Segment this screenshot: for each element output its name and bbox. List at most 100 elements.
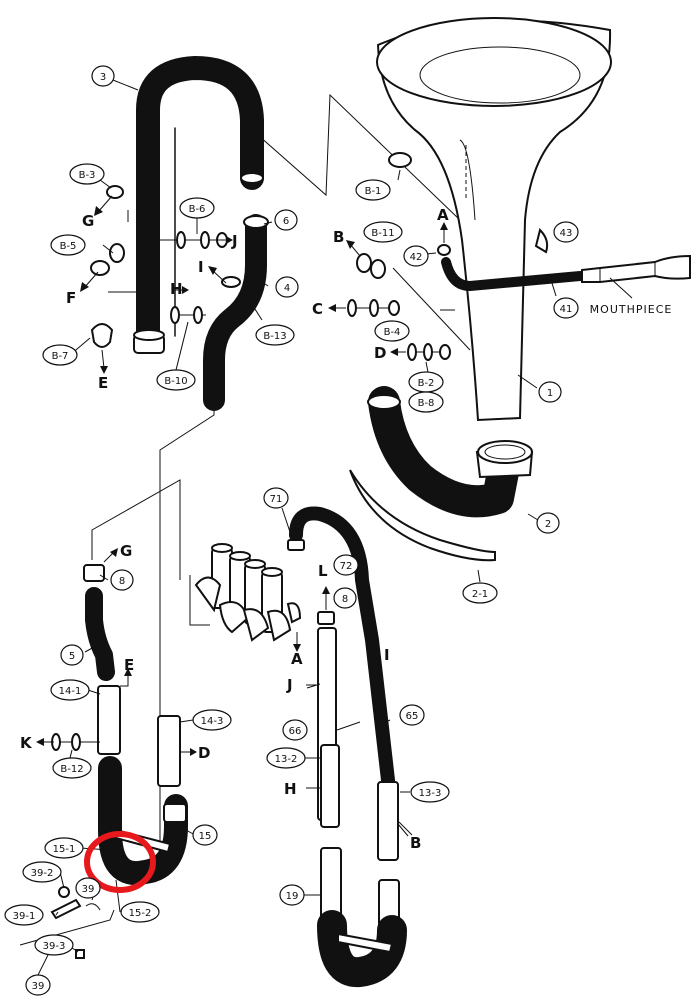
svg-text:B-5: B-5 — [60, 241, 77, 252]
letter-I-top: I — [198, 258, 204, 276]
svg-text:3: 3 — [100, 72, 106, 83]
callout-14-3: 14-3 — [192, 709, 232, 731]
mouthpipe-41 — [437, 228, 585, 291]
svg-text:15: 15 — [199, 831, 212, 842]
letter-G-bottom: G — [120, 542, 132, 560]
callout-B12: B-12 — [52, 757, 92, 779]
svg-text:B-2: B-2 — [418, 378, 435, 389]
svg-text:B-10: B-10 — [164, 376, 187, 387]
callout-2: 2 — [536, 512, 560, 534]
callout-19: 19 — [279, 884, 305, 906]
svg-text:B-12: B-12 — [60, 764, 83, 775]
tube-71-I — [281, 506, 395, 787]
svg-text:2-1: 2-1 — [472, 589, 488, 600]
svg-text:13-2: 13-2 — [275, 754, 298, 765]
callout-41: 41 — [553, 297, 579, 319]
callout-39: 39 — [25, 974, 51, 996]
screw-B5 — [90, 243, 125, 276]
svg-text:15-2: 15-2 — [129, 908, 152, 919]
svg-text:42: 42 — [410, 252, 423, 263]
brace-B1 — [388, 152, 412, 168]
svg-text:41: 41 — [560, 304, 573, 315]
svg-text:66: 66 — [289, 726, 302, 737]
svg-text:39: 39 — [82, 884, 95, 895]
callout-8-right: 8 — [333, 587, 357, 609]
svg-text:65: 65 — [406, 711, 419, 722]
callout-B2: B-2 — [408, 371, 444, 393]
callout-B4: B-4 — [374, 320, 410, 342]
callout-B10: B-10 — [156, 369, 196, 391]
callout-B1: B-1 — [355, 179, 391, 201]
callout-6: 6 — [274, 209, 298, 231]
svg-text:39-3: 39-3 — [43, 941, 66, 952]
svg-text:4: 4 — [284, 283, 290, 294]
svg-text:B-1: B-1 — [365, 186, 382, 197]
letter-H-bottom: H — [284, 780, 297, 798]
callout-39-1: 39-1 — [4, 904, 44, 926]
svg-text:71: 71 — [270, 494, 283, 505]
svg-text:B-11: B-11 — [371, 228, 394, 239]
leaders-bell — [392, 169, 633, 389]
svg-text:B-4: B-4 — [384, 327, 401, 338]
callout-13-2: 13-2 — [266, 747, 306, 769]
letter-E-top: E — [98, 374, 108, 392]
callout-71: 71 — [263, 487, 289, 509]
mouthpiece — [581, 254, 691, 283]
letter-E-bottom: E — [124, 656, 134, 674]
svg-text:39-2: 39-2 — [31, 868, 54, 879]
callout-65: 65 — [399, 704, 425, 726]
callout-B7: B-7 — [42, 344, 78, 366]
svg-text:1: 1 — [547, 388, 553, 399]
connection-letters: G J I H F E A B C D G L A I E J K D H B — [20, 206, 449, 852]
callout-39-3: 39-3 — [34, 934, 74, 956]
screw-B10 — [170, 306, 206, 324]
svg-text:B-13: B-13 — [263, 331, 286, 342]
letter-F: F — [66, 289, 76, 307]
svg-text:B-3: B-3 — [79, 170, 96, 181]
screws-B11-B4-B2 — [347, 253, 451, 361]
svg-text:72: 72 — [340, 561, 353, 572]
callout-4: 4 — [275, 276, 299, 298]
bow-part-2 — [349, 386, 539, 583]
svg-text:5: 5 — [69, 651, 75, 662]
callout-B3: B-3 — [69, 163, 105, 185]
svg-text:6: 6 — [283, 216, 289, 227]
callout-8-left: 8 — [110, 569, 134, 591]
letter-G-top: G — [82, 212, 94, 230]
callout-42: 42 — [403, 245, 429, 267]
svg-text:2: 2 — [545, 519, 551, 530]
callout-15: 15 — [192, 824, 218, 846]
part-3-tube-assembly — [90, 56, 269, 411]
letter-A-bottom: A — [291, 650, 303, 668]
callout-66: 66 — [282, 719, 308, 741]
callout-39-small: 39 — [75, 877, 101, 899]
svg-text:B-6: B-6 — [189, 204, 206, 215]
callout-B11: B-11 — [363, 221, 403, 243]
svg-text:B-7: B-7 — [52, 351, 69, 362]
callout-13-3: 13-3 — [410, 781, 450, 803]
callout-5: 5 — [60, 644, 84, 666]
callout-39-2: 39-2 — [22, 861, 62, 883]
callout-B13: B-13 — [255, 324, 295, 346]
svg-text:15-1: 15-1 — [53, 844, 76, 855]
svg-text:19: 19 — [286, 891, 299, 902]
svg-text:39: 39 — [32, 981, 45, 992]
callout-14-1: 14-1 — [50, 679, 90, 701]
mouthpiece-label: MOUTHPIECE — [590, 303, 673, 316]
lower-right-assembly — [304, 611, 413, 988]
svg-text:8: 8 — [342, 594, 348, 605]
screw-B3 — [106, 185, 124, 199]
svg-text:14-3: 14-3 — [201, 716, 224, 727]
highlight-circle — [84, 831, 156, 893]
svg-text:8: 8 — [119, 576, 125, 587]
svg-text:B-8: B-8 — [418, 398, 435, 409]
letter-C: C — [312, 300, 323, 318]
svg-text:39-1: 39-1 — [13, 911, 36, 922]
callout-2-1: 2-1 — [462, 582, 498, 604]
clip-B13 — [221, 276, 241, 288]
svg-text:13-3: 13-3 — [419, 788, 442, 799]
callout-1: 1 — [538, 381, 562, 403]
callout-15-2: 15-2 — [120, 901, 160, 923]
callout-72: 72 — [333, 554, 359, 576]
